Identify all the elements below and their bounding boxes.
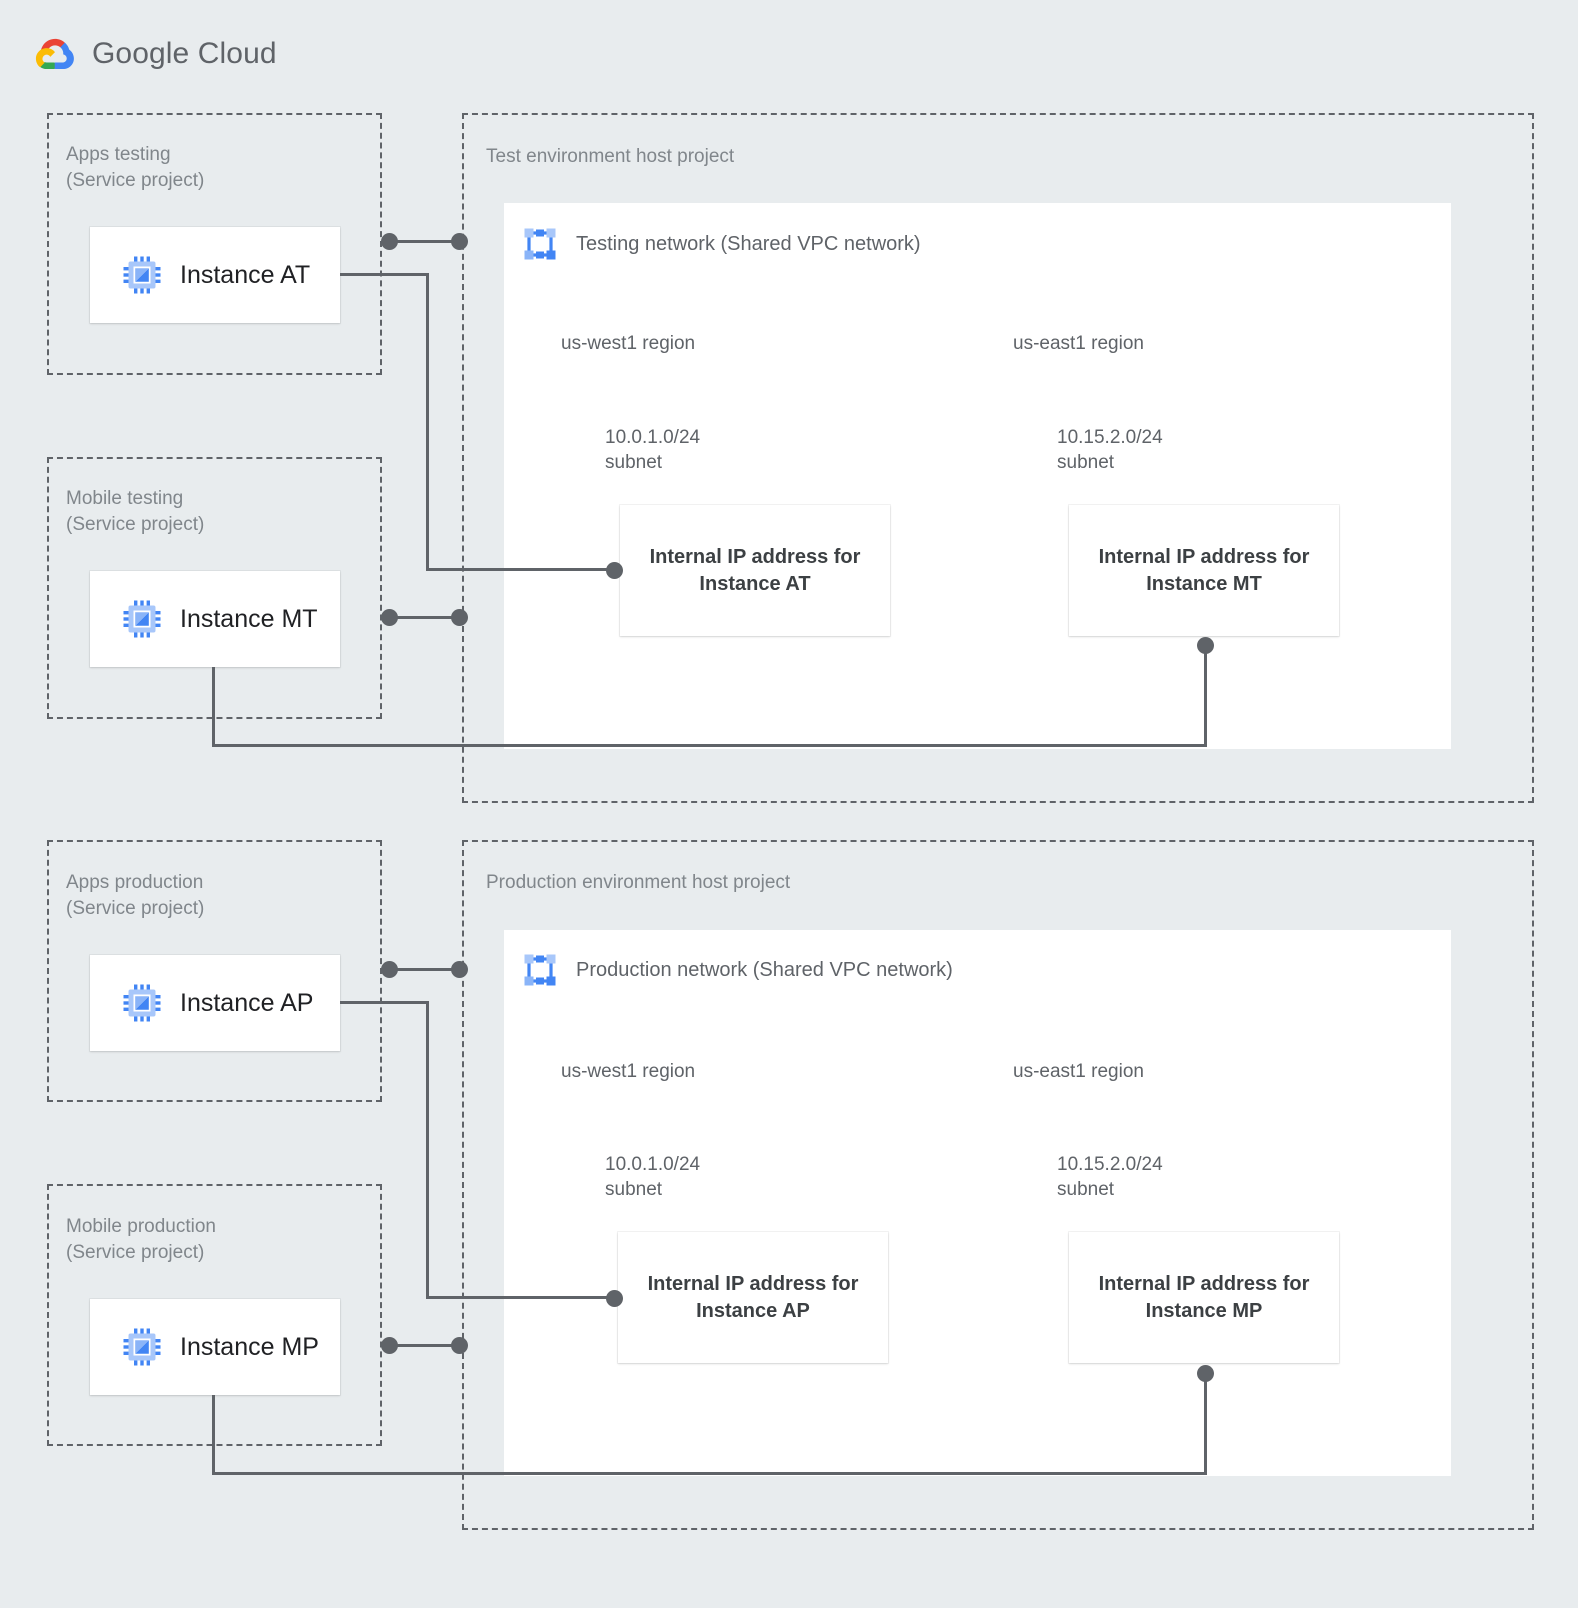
instance-card-mt[interactable]: Instance MT [90, 571, 340, 667]
host-project-test [462, 113, 1534, 803]
host-project-test-label: Test environment host project [486, 146, 735, 167]
subnet-prod-us-east1-label: 10.15.2.0/24 subnet [1057, 1154, 1163, 1200]
boundary-dot-mobile-testing-left [381, 609, 398, 626]
boundary-dot-apps-production-right [451, 961, 468, 978]
connector-at-segment-1 [340, 273, 429, 276]
network-production-label: Production network (Shared VPC network) [576, 958, 953, 981]
region-test-us-east1-label: us-east1 region [1013, 333, 1144, 354]
boundary-link-apps-production [389, 968, 459, 971]
boundary-dot-apps-testing-right [451, 233, 468, 250]
instance-card-mp[interactable]: Instance MP [90, 1299, 340, 1395]
ip-card-instance-mt: Internal IP address for Instance MT [1069, 505, 1339, 636]
service-project-apps-production-label: Apps production (Service project) [66, 872, 205, 919]
ip-card-instance-ap: Internal IP address for Instance AP [618, 1232, 888, 1363]
region-prod-us-west1-label: us-west1 region [561, 1061, 696, 1082]
connector-mt-segment-2 [212, 744, 1207, 747]
connector-mp-segment-3 [1204, 1373, 1207, 1472]
connector-mp-segment-2 [212, 1472, 1207, 1475]
google-cloud-logo-icon [32, 34, 78, 74]
brand-name-light: Cloud [197, 37, 277, 70]
instance-card-at[interactable]: Instance AT [90, 227, 340, 323]
host-project-production [462, 840, 1534, 1530]
instance-name-ap: Instance AP [180, 988, 314, 1017]
instance-card-ap[interactable]: Instance AP [90, 955, 340, 1051]
boundary-dot-mobile-production-right [451, 1337, 468, 1354]
brand-wordmark: Google Cloud [92, 37, 277, 71]
region-prod-us-east1-label: us-east1 region [1013, 1061, 1144, 1082]
connector-mp-segment-1 [212, 1395, 215, 1475]
vm-instance-icon [122, 599, 162, 639]
connector-ap-segment-2 [426, 1001, 429, 1299]
instance-name-at: Instance AT [180, 260, 311, 289]
google-cloud-logo: Google Cloud [32, 34, 277, 74]
vpc-network-icon [520, 224, 560, 264]
boundary-dot-mobile-testing-right [451, 609, 468, 626]
connector-mp-endpoint-dot [1197, 1365, 1214, 1382]
connector-at-segment-2 [426, 273, 429, 571]
service-project-mobile-production-label: Mobile production (Service project) [66, 1216, 216, 1263]
boundary-link-mobile-testing [389, 616, 459, 619]
boundary-dot-apps-production-left [381, 961, 398, 978]
subnet-test-us-west1-label: 10.0.1.0/24 subnet [605, 427, 701, 473]
connector-ap-endpoint-dot [606, 1290, 623, 1307]
network-production-header: Production network (Shared VPC network) [520, 950, 953, 990]
connector-at-segment-3 [426, 568, 616, 571]
ip-card-instance-mp: Internal IP address for Instance MP [1069, 1232, 1339, 1363]
network-testing-header: Testing network (Shared VPC network) [520, 224, 921, 264]
subnet-prod-us-west1-label: 10.0.1.0/24 subnet [605, 1154, 701, 1200]
connector-ap-segment-1 [340, 1001, 429, 1004]
vm-instance-icon [122, 255, 162, 295]
vm-instance-icon [122, 1327, 162, 1367]
ip-card-instance-at: Internal IP address for Instance AT [620, 505, 890, 636]
network-testing-label: Testing network (Shared VPC network) [576, 232, 921, 255]
instance-name-mt: Instance MT [180, 604, 318, 633]
connector-mt-segment-1 [212, 667, 215, 747]
vm-instance-icon [122, 983, 162, 1023]
connector-at-endpoint-dot [606, 562, 623, 579]
service-project-mobile-testing-label: Mobile testing (Service project) [66, 488, 205, 535]
boundary-link-mobile-production [389, 1344, 459, 1347]
subnet-test-us-east1-label: 10.15.2.0/24 subnet [1057, 427, 1163, 473]
connector-ap-segment-3 [426, 1296, 616, 1299]
host-project-production-label: Production environment host project [486, 872, 791, 893]
instance-name-mp: Instance MP [180, 1332, 319, 1361]
boundary-link-apps-testing [389, 240, 459, 243]
connector-mt-endpoint-dot [1197, 637, 1214, 654]
region-test-us-west1-label: us-west1 region [561, 333, 696, 354]
boundary-dot-apps-testing-left [381, 233, 398, 250]
service-project-apps-testing-label: Apps testing (Service project) [66, 144, 205, 191]
boundary-dot-mobile-production-left [381, 1337, 398, 1354]
connector-mt-segment-3 [1204, 646, 1207, 745]
vpc-network-icon [520, 950, 560, 990]
brand-name-bold: Google [92, 37, 190, 70]
